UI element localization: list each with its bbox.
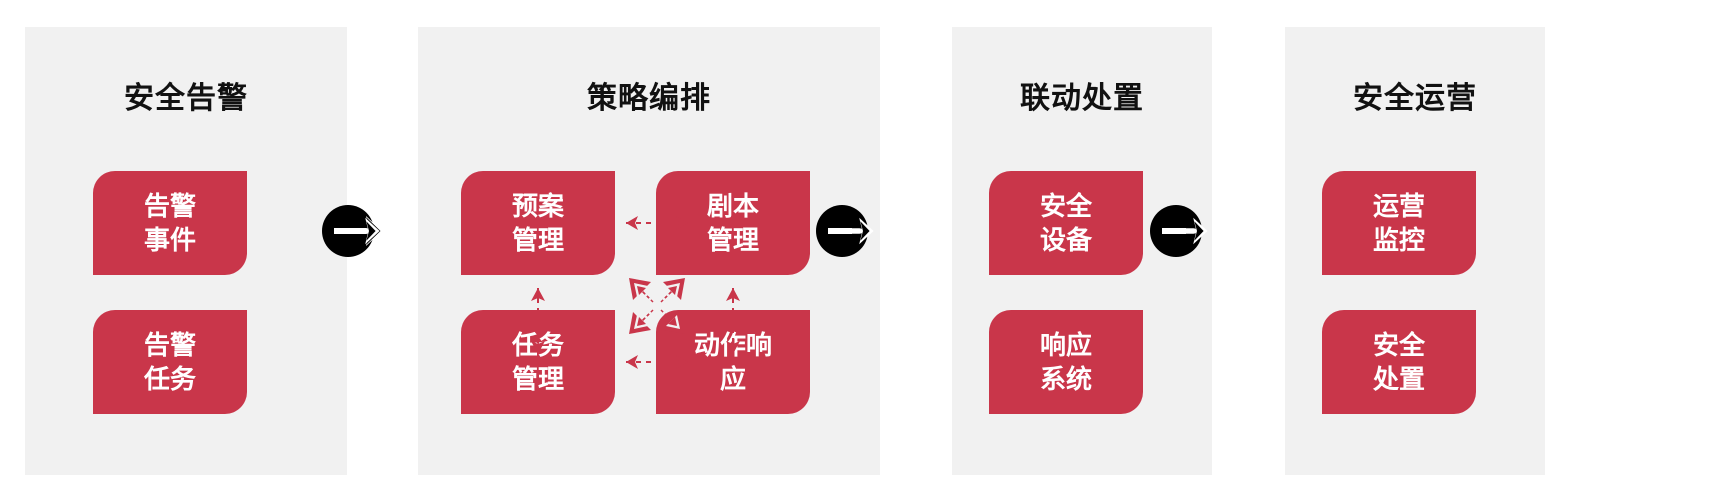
card-plan-management[interactable]: 预案 管理 (461, 171, 615, 275)
four-way-diagonal-arrow-icon (629, 278, 685, 334)
card-task-management[interactable]: 任务 管理 (461, 310, 615, 414)
card-plan-management-label: 预案 管理 (511, 190, 564, 255)
card-script-management-label: 剧本 管理 (706, 190, 759, 255)
dashed-double-arrow-vertical-icon (726, 288, 740, 354)
link-plan-task (522, 270, 554, 372)
card-response-system-label: 响应 系统 (1039, 329, 1092, 394)
panel-title-policy-orchestration: 策略编排 (587, 82, 711, 115)
card-security-disposal-label: 安全 处置 (1372, 329, 1425, 394)
panel-security-alert: 安全告警 告警 事件 告警 任务 (25, 27, 347, 475)
dashed-double-arrow-horizontal-icon (626, 355, 688, 369)
dashed-double-arrow-horizontal-icon (626, 216, 688, 230)
link-task-action (604, 346, 710, 378)
card-alert-event[interactable]: 告警 事件 (93, 171, 247, 275)
card-operation-monitor-label: 运营 监控 (1372, 190, 1425, 255)
flow-arrow-3 (1150, 205, 1212, 257)
dashed-double-arrow-vertical-icon (531, 288, 545, 354)
panel-title-security-operations: 安全运营 (1353, 82, 1477, 115)
flow-arrow-2 (816, 205, 878, 257)
panel-title-security-alert: 安全告警 (124, 82, 248, 115)
card-security-disposal[interactable]: 安全 处置 (1322, 310, 1476, 414)
card-alert-event-label: 告警 事件 (143, 190, 196, 255)
card-task-management-label: 任务 管理 (511, 330, 564, 394)
panel-security-operations: 安全运营 运营 监控 安全 处置 (1285, 27, 1545, 475)
card-security-device-label: 安全 设备 (1039, 190, 1092, 255)
circle-arrow-right-icon (816, 205, 874, 257)
circle-arrow-right-icon (1150, 205, 1208, 257)
card-response-system[interactable]: 响应 系统 (989, 310, 1143, 414)
link-script-action (717, 270, 749, 372)
link-cross (623, 272, 691, 340)
card-alert-task[interactable]: 告警 任务 (93, 310, 247, 414)
flow-arrow-1 (322, 205, 384, 257)
card-alert-task-label: 告警 任务 (143, 329, 196, 394)
link-plan-script (604, 207, 710, 239)
card-operation-monitor[interactable]: 运营 监控 (1322, 171, 1476, 275)
panel-title-linked-disposal: 联动处置 (1020, 82, 1144, 115)
circle-arrow-right-icon (322, 205, 382, 257)
panel-policy-orchestration: 策略编排 预案 管理 剧本 管理 任务 管理 动作响 应 (418, 27, 880, 475)
card-security-device[interactable]: 安全 设备 (989, 171, 1143, 275)
